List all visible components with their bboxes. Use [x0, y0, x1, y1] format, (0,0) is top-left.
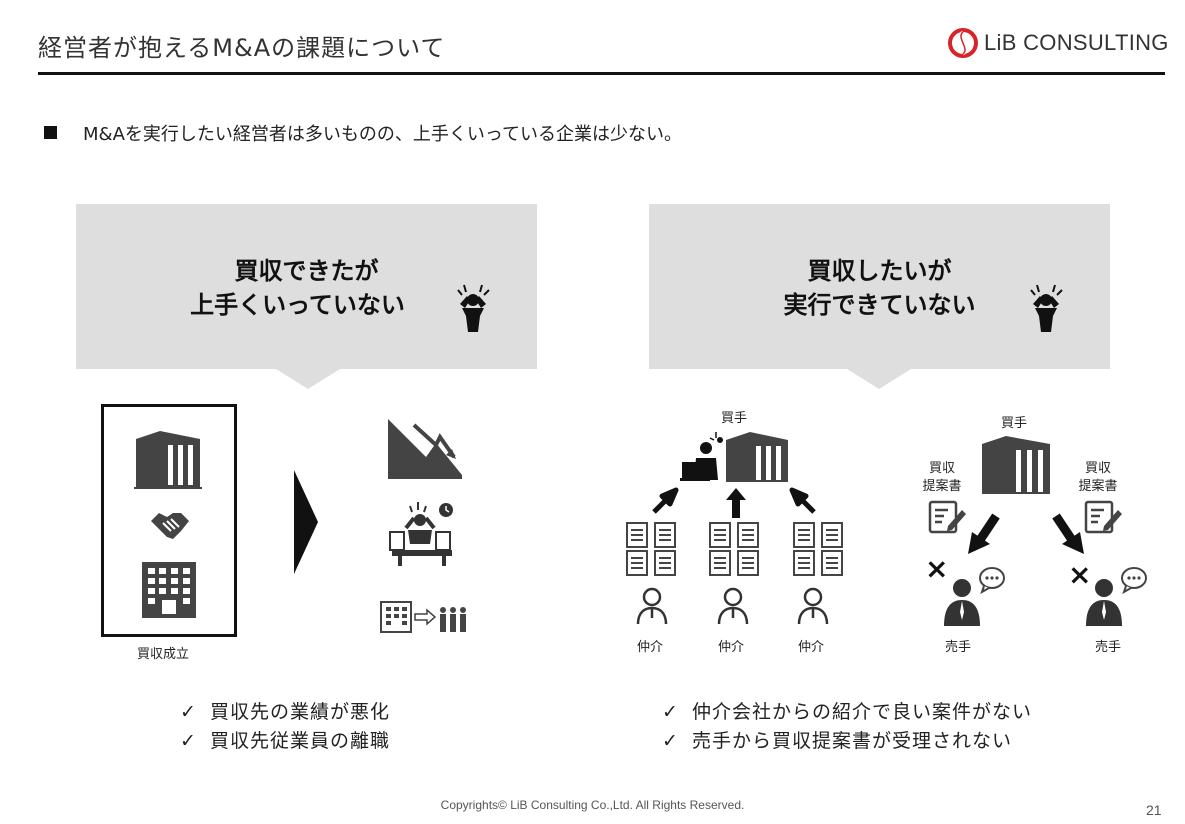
checklist-item: ✓仲介会社からの紹介で良い案件がない	[662, 698, 1032, 727]
intermediary-label: 仲介	[718, 640, 745, 655]
employees-leaving-icon	[380, 601, 466, 633]
right-callout-line2: 実行できていない	[783, 291, 976, 319]
intermediary-label: 仲介	[637, 640, 664, 655]
logo-text: LiB CONSULTING	[984, 30, 1169, 55]
documents-stack-icon	[709, 522, 759, 576]
buyer-label-1: 買手	[721, 411, 748, 426]
left-callout-pointer	[276, 369, 340, 389]
lib-logo-icon	[948, 28, 978, 58]
left-checklist: ✓買収先の業績が悪化 ✓買収先従業員の離職	[180, 698, 390, 756]
declining-chart-icon	[388, 419, 462, 479]
buyer-with-laptop-icon	[680, 432, 788, 482]
header-divider	[38, 72, 1165, 75]
buyer-building-icon	[982, 436, 1050, 494]
seller-person-icon	[944, 567, 1005, 626]
stressed-person-icon	[1030, 284, 1063, 332]
buyer-label-2: 買手	[1001, 416, 1028, 431]
company-logo: LiB CONSULTING	[948, 26, 1168, 60]
lead-bullet: M&Aを実行したい経営者は多いものの、上手くいっている企業は少ない。	[44, 120, 682, 146]
documents-stack-icon	[793, 522, 843, 576]
check-icon: ✓	[180, 730, 197, 752]
right-chevron-arrow-icon	[294, 470, 318, 574]
seller-label: 売手	[1095, 640, 1122, 655]
seller-person-icon	[1086, 567, 1147, 626]
apartment-building-icon	[142, 562, 196, 618]
proposal-document-icon	[1084, 500, 1122, 534]
left-callout-line1: 買収できたが	[234, 257, 379, 285]
check-icon: ✓	[662, 730, 679, 752]
stressed-worker-at-desk-icon	[389, 502, 453, 566]
office-building-icon	[134, 431, 202, 489]
proposal-document-icon	[928, 500, 966, 534]
cross-icon: ×	[925, 552, 949, 585]
arrow-up-right-icon	[652, 487, 679, 514]
proposal-label: 買収 提案書	[1078, 461, 1118, 494]
documents-stack-icon	[626, 522, 676, 576]
left-callout: 買収できたが 上手くいっていない	[76, 204, 537, 369]
check-icon: ✓	[662, 701, 679, 723]
acquisition-box	[101, 404, 237, 637]
arrow-down-left-icon	[968, 513, 1000, 554]
handshake-icon	[151, 513, 189, 539]
intermediary-person-icon	[717, 587, 749, 625]
intermediary-person-icon	[636, 587, 668, 625]
proposal-label: 買収 提案書	[922, 461, 962, 494]
page-title: 経営者が抱えるM&Aの課題について	[38, 34, 446, 62]
arrow-up-icon	[726, 488, 746, 518]
cross-icon: ×	[1068, 558, 1092, 591]
intermediary-person-icon	[797, 587, 829, 625]
seller-label: 売手	[945, 640, 972, 655]
checklist-item: ✓買収先の業績が悪化	[180, 698, 390, 727]
right-checklist: ✓仲介会社からの紹介で良い案件がない ✓売手から買収提案書が受理されない	[662, 698, 1032, 756]
right-callout-pointer	[847, 369, 911, 389]
checklist-item: ✓売手から買収提案書が受理されない	[662, 727, 1032, 756]
left-callout-line2: 上手くいっていない	[190, 291, 405, 319]
right-callout: 買収したいが 実行できていない	[649, 204, 1110, 369]
square-bullet-icon	[44, 126, 57, 139]
acquisition-box-caption: 買収成立	[137, 647, 190, 662]
lead-bullet-text: M&Aを実行したい経営者は多いものの、上手くいっている企業は少ない。	[83, 124, 682, 145]
arrow-down-right-icon	[1052, 513, 1084, 554]
page-number: 21	[1146, 802, 1162, 818]
stressed-person-icon	[457, 284, 490, 332]
intermediary-label: 仲介	[798, 640, 825, 655]
checklist-item: ✓買収先従業員の離職	[180, 727, 390, 756]
check-icon: ✓	[180, 701, 197, 723]
right-callout-line1: 買収したいが	[807, 257, 952, 285]
arrow-up-left-icon	[789, 487, 816, 514]
copyright-footer: Copyrights© LiB Consulting Co.,Ltd. All …	[440, 798, 745, 812]
